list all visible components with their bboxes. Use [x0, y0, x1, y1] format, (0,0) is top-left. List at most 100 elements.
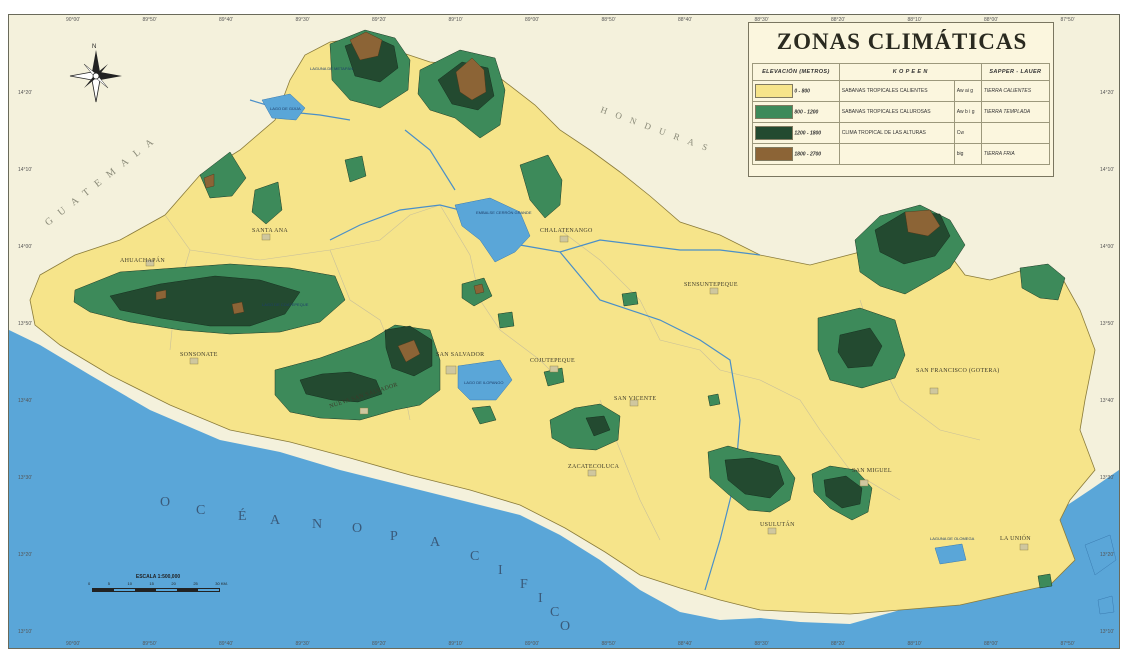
coord-left: 13°50' [18, 321, 32, 327]
coord-top: 90°00' [66, 17, 80, 23]
coord-bottom: 89°40' [219, 641, 233, 647]
legend-sapper: TIERRA TEMPLADA [980, 101, 1051, 123]
lake-label: EMBALSE CERRÓN GRANDE [476, 210, 532, 215]
legend-koppen: CLIMA TROPICAL DE LAS ALTURAS [838, 122, 955, 144]
legend-sapper: TIERRA CALIENTES [980, 80, 1051, 102]
scale-tick: 15 [149, 581, 154, 586]
legend-elevation-cell: 1200 - 1800 [752, 122, 840, 144]
legend-swatch [755, 126, 793, 140]
scale-graphic [92, 588, 220, 592]
legend-koppen: SABANAS TROPICALES CALUROSAS [838, 101, 955, 123]
coord-top: 87°50' [1061, 17, 1075, 23]
place-label: AHUACHAPÁN [120, 256, 165, 264]
ocean-letter: I [498, 563, 505, 578]
coord-bottom: 88°20' [831, 641, 845, 647]
legend-header-koppen: K O P E E N [838, 63, 982, 81]
ocean-letter: O [560, 619, 572, 634]
legend-range: 1200 - 1800 [793, 130, 822, 137]
ocean-letter: A [270, 513, 282, 528]
legend-code: big [953, 143, 982, 165]
coord-top: 88°30' [755, 17, 769, 23]
coord-right: 14°20' [1100, 90, 1114, 96]
coord-top: 88°50' [602, 17, 616, 23]
ocean-letter: F [520, 577, 530, 592]
legend-title: ZONAS CLIMÁTICAS [776, 29, 1028, 54]
place-label: CHALATENANGO [540, 228, 593, 234]
ocean-letter: P [390, 529, 400, 544]
scale-tick: 5 [107, 581, 110, 586]
ocean-letter: C [550, 605, 561, 620]
ocean-letter: O [160, 495, 172, 510]
coord-top: 88°10' [908, 17, 922, 23]
coord-bottom: 88°10' [908, 641, 922, 647]
legend-header-sapper: SAPPER - LAUER [980, 63, 1051, 81]
coord-right: 14°10' [1100, 167, 1114, 173]
legend-row: 1200 - 1800 CLIMA TROPICAL DE LAS ALTURAS… [752, 122, 1051, 144]
legend-swatch [755, 147, 793, 161]
legend-range: 1800 - 2700 [793, 151, 822, 158]
legend-sapper: TIERRA FRIA [980, 143, 1051, 165]
coord-bottom: 87°50' [1061, 641, 1075, 647]
legend-elevation-cell: 0 - 800 [752, 80, 840, 102]
place-label: SENSUNTEPEQUE [684, 282, 738, 288]
legend-elevation-cell: 1800 - 2700 [752, 143, 840, 165]
coord-right: 13°50' [1100, 321, 1114, 327]
legend-koppen [838, 143, 955, 165]
compass-rose-icon: N [69, 44, 122, 103]
place-label: USULUTÁN [760, 520, 795, 528]
coord-bottom: 89°20' [372, 641, 386, 647]
ocean-letter: I [538, 591, 545, 606]
legend-swatch [755, 105, 793, 119]
place-label: SAN MIGUEL [852, 468, 892, 474]
ocean-letter: A [430, 535, 442, 550]
coord-bottom: 89°10' [449, 641, 463, 647]
legend-header-elevation: ELEVACIÓN (METROS) [752, 63, 840, 81]
coord-top: 88°20' [831, 17, 845, 23]
coordinate-labels: 14°20'14°20'14°10'14°10'14°00'14°00'13°5… [18, 17, 1114, 647]
legend-sapper [980, 122, 1051, 144]
map-frame [8, 14, 1120, 649]
city-markers [145, 233, 1029, 551]
place-label: LA UNIÓN [1000, 534, 1031, 542]
lake-label: LAGO DE GÜIJA [270, 106, 301, 111]
coord-right: 13°30' [1100, 475, 1114, 481]
coord-left: 13°20' [18, 552, 32, 558]
place-label: ZACATECOLUCA [568, 464, 620, 470]
lake-label: LAGUNA DE OLOMEGA [930, 536, 975, 541]
coord-top: 88°00' [984, 17, 998, 23]
coord-left: 13°40' [18, 398, 32, 404]
coord-right: 14°00' [1100, 244, 1114, 250]
compass-north-label: N [92, 44, 96, 50]
scale-tick: 20 [171, 581, 176, 586]
coord-left: 14°10' [18, 167, 32, 173]
ocean-letter: É [238, 507, 249, 524]
coord-bottom: 89°30' [296, 641, 310, 647]
legend-code: Aw b i g [953, 101, 982, 123]
coord-top: 89°10' [449, 17, 463, 23]
zone-1800-2700 [155, 31, 941, 363]
place-label: SAN VICENTE [614, 396, 656, 402]
coord-right: 13°40' [1100, 398, 1114, 404]
place-label: COJUTEPEQUE [530, 358, 575, 364]
legend-elevation-cell: 800 - 1200 [752, 101, 840, 123]
coord-top: 89°00' [525, 17, 539, 23]
pacific-ocean [9, 330, 1119, 648]
zone-1200-1800 [109, 35, 951, 509]
scale-tick: 30 KM. [215, 581, 228, 586]
legend-koppen: SABANAS TROPICALES CALIENTES [838, 80, 955, 102]
lake-label: LAGUNA DE METAPÁN [310, 66, 353, 71]
coord-bottom: 88°00' [984, 641, 998, 647]
lakes [257, 93, 1117, 615]
coord-top: 89°20' [372, 17, 386, 23]
coord-left: 14°20' [18, 90, 32, 96]
legend-swatch [755, 84, 793, 98]
legend-code: Cw [953, 122, 982, 144]
legend: ZONAS CLIMÁTICAS ELEVACIÓN (METROS) K O … [748, 22, 1054, 177]
coord-bottom: 89°50' [143, 641, 157, 647]
lake-label: LAGO DE ILOPANGO [464, 380, 504, 385]
